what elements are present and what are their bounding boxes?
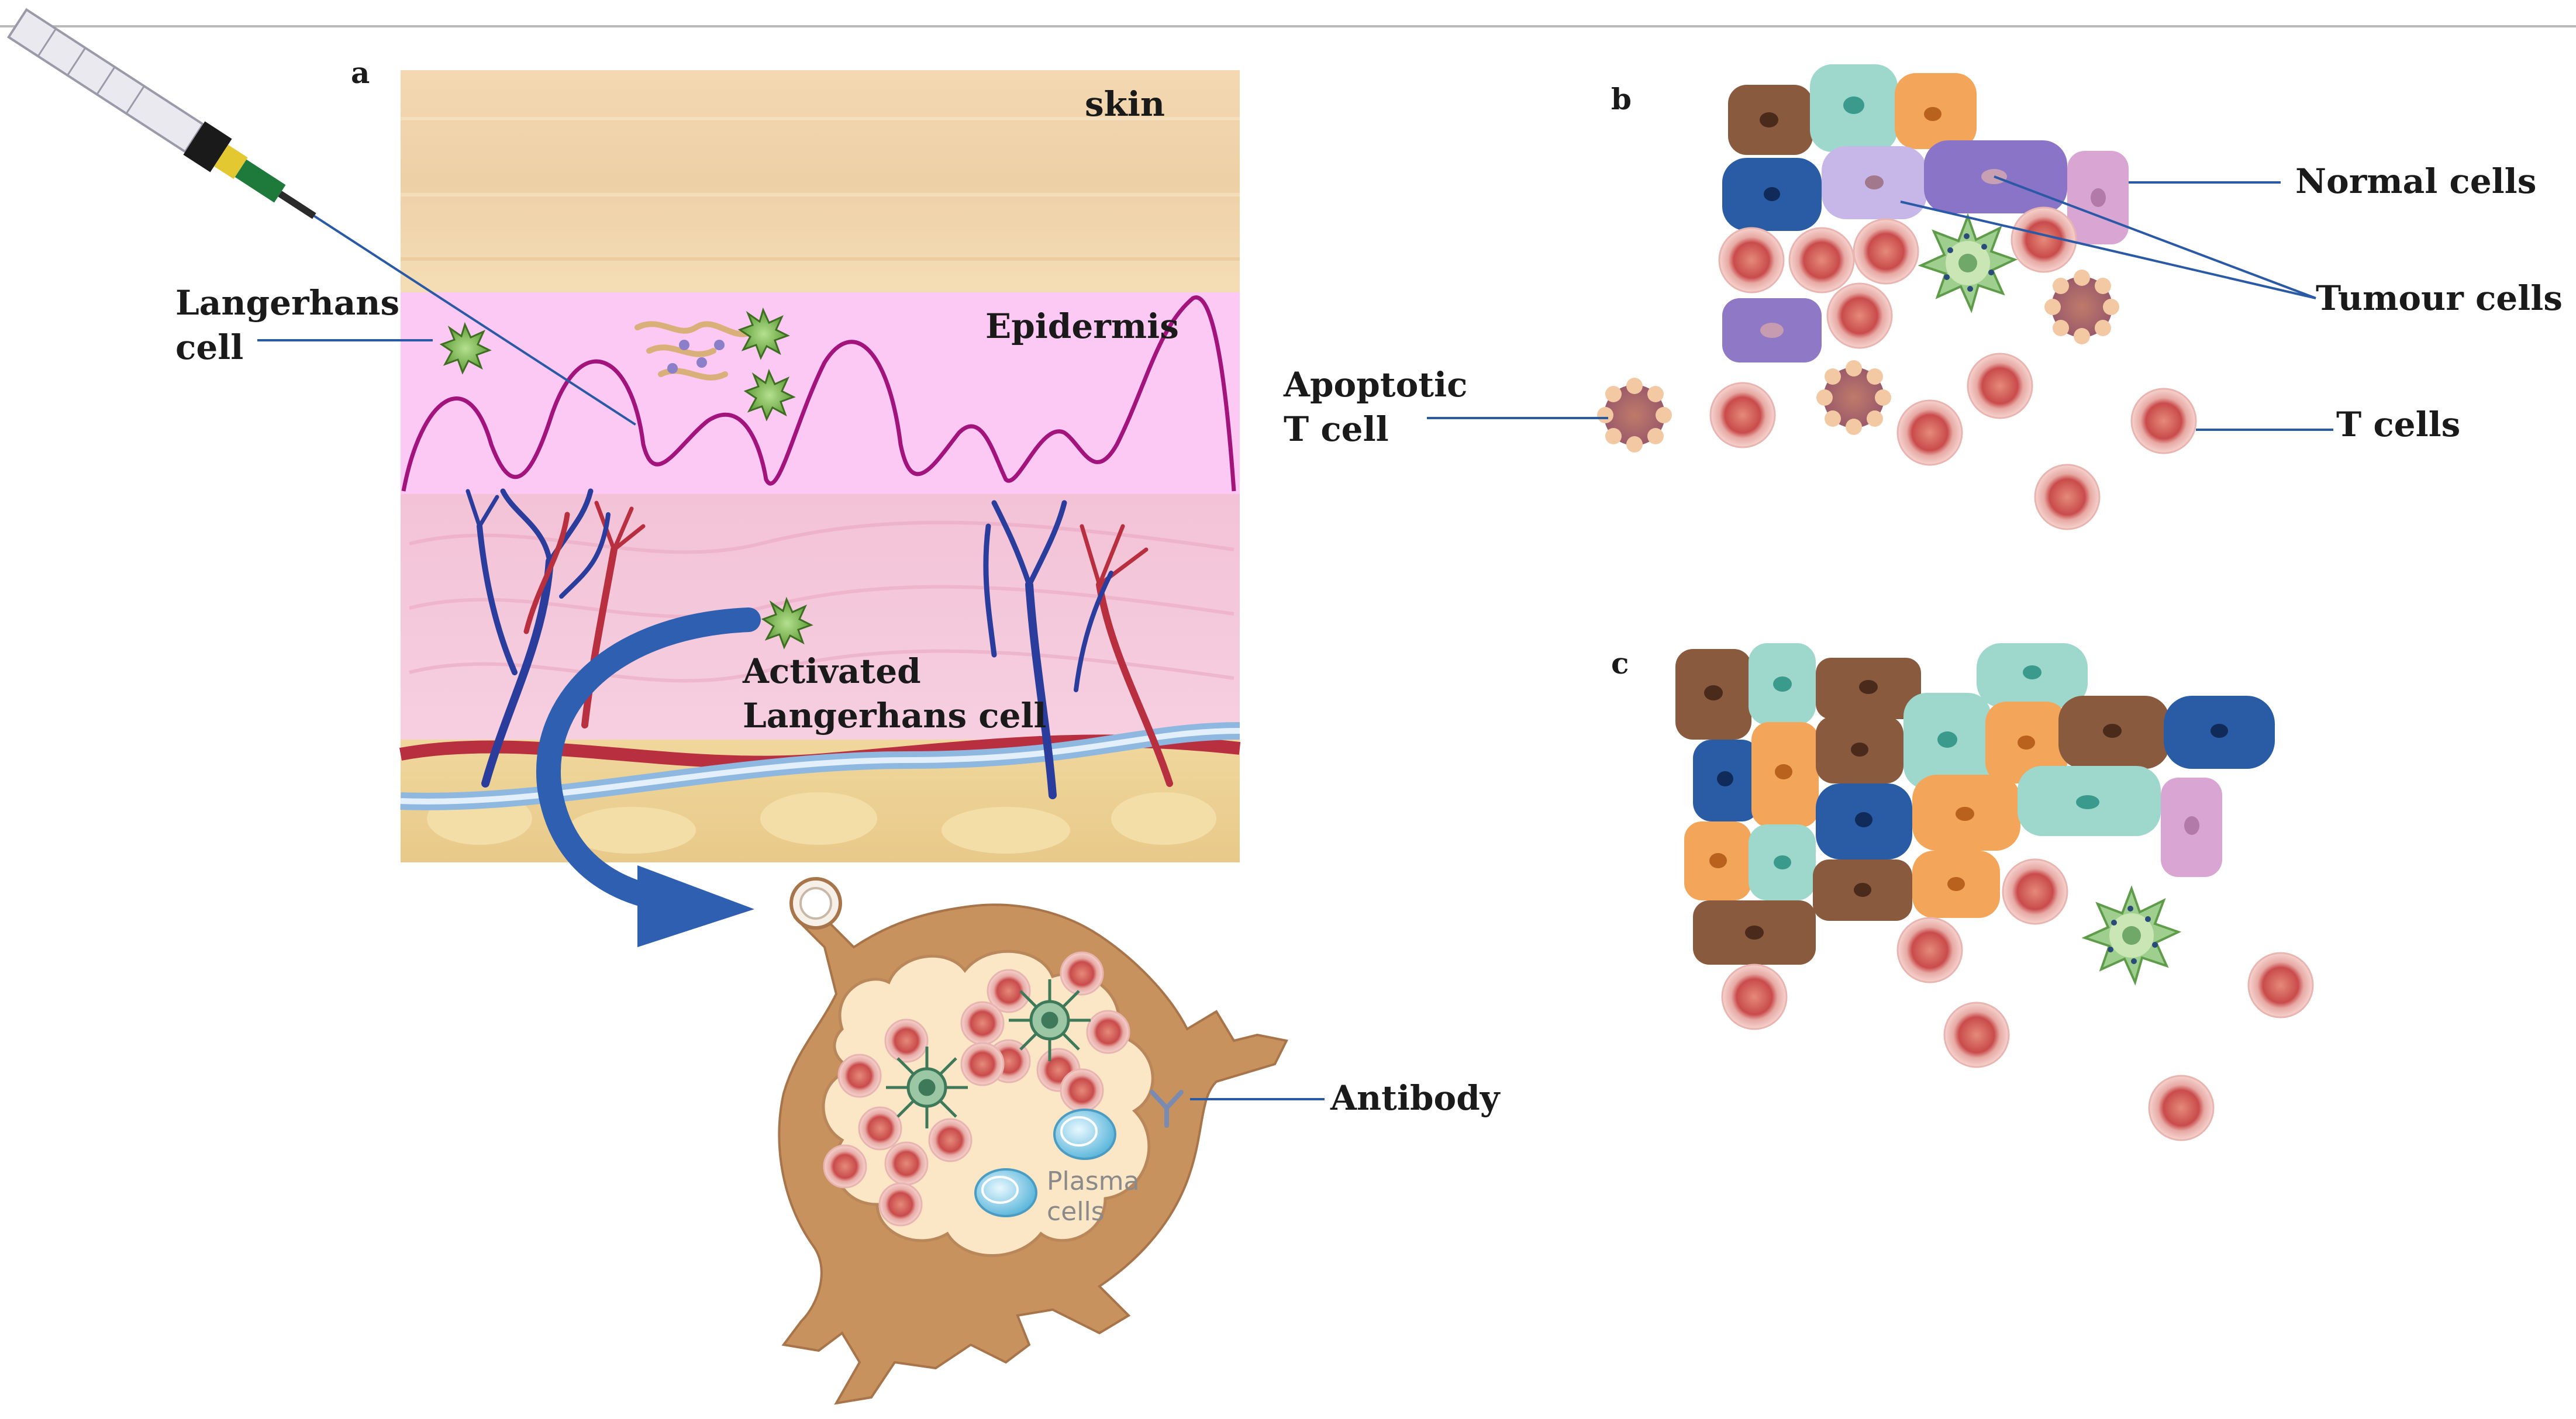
panel-b-cells (1427, 64, 2333, 530)
panel-b-t-cells (1709, 206, 2197, 530)
activated-label-line1: Activated (743, 651, 921, 691)
lymph-node (778, 877, 1288, 1405)
plasma-cells (974, 1109, 1116, 1217)
lymph-node-dendritic-cells (886, 979, 1091, 1128)
apoptotic-label-line1: Apoptotic (1284, 365, 1468, 405)
langerhans-cells (439, 307, 813, 650)
t-cells-label: T cells (2336, 405, 2461, 444)
epidermis-label: Epidermis (985, 306, 1179, 346)
antibody (1150, 1090, 1184, 1128)
antigen-cluster (634, 321, 751, 381)
plasma-cells-label: Plasma cells (1047, 1166, 1139, 1227)
apoptotic-t-cell-label: Apoptotic T cell (1284, 362, 1467, 451)
capillary-tree-right (983, 500, 1173, 799)
tumour-cells-label: Tumour cells (2316, 278, 2563, 318)
normal-cells-label: Normal cells (2295, 161, 2537, 201)
plasma-label-line2: cells (1047, 1197, 1105, 1227)
panel-c-dendritic-cell (2081, 885, 2182, 986)
panel-c-cells (1675, 643, 2314, 1141)
syringe (6, 8, 636, 426)
apoptotic-label-line2: T cell (1284, 409, 1389, 449)
migration-arrow-head (637, 865, 754, 947)
skin-block (399, 70, 1241, 947)
panel-b-dendritic-cell (1918, 213, 2018, 313)
langerhans-label: Langerhans cell (175, 281, 399, 370)
skin-label: skin (1085, 84, 1165, 124)
panel-c-t-cells (1721, 858, 2314, 1141)
antibody-label: Antibody (1330, 1078, 1500, 1118)
lymph-node-t-cells (823, 951, 1130, 1227)
panel-b-leaders (1427, 175, 2333, 431)
stratum-corneum (401, 70, 1240, 292)
dermal-papillae-line (401, 295, 1236, 492)
apoptotic-t-cells (1597, 270, 2119, 453)
panel-label-b: b (1611, 82, 1632, 116)
langerhans-label-line2: cell (175, 327, 244, 367)
capillary-tree-left (465, 488, 646, 788)
langerhans-label-line1: Langerhans (175, 283, 400, 323)
panel-label-a: a (351, 56, 370, 90)
panel-label-c: c (1611, 646, 1629, 681)
plasma-label-line1: Plasma (1047, 1166, 1140, 1196)
migration-arrow (536, 607, 761, 913)
activated-label-line2: Langerhans cell (743, 696, 1047, 736)
activated-langerhans-label: Activated Langerhans cell (743, 649, 1047, 738)
